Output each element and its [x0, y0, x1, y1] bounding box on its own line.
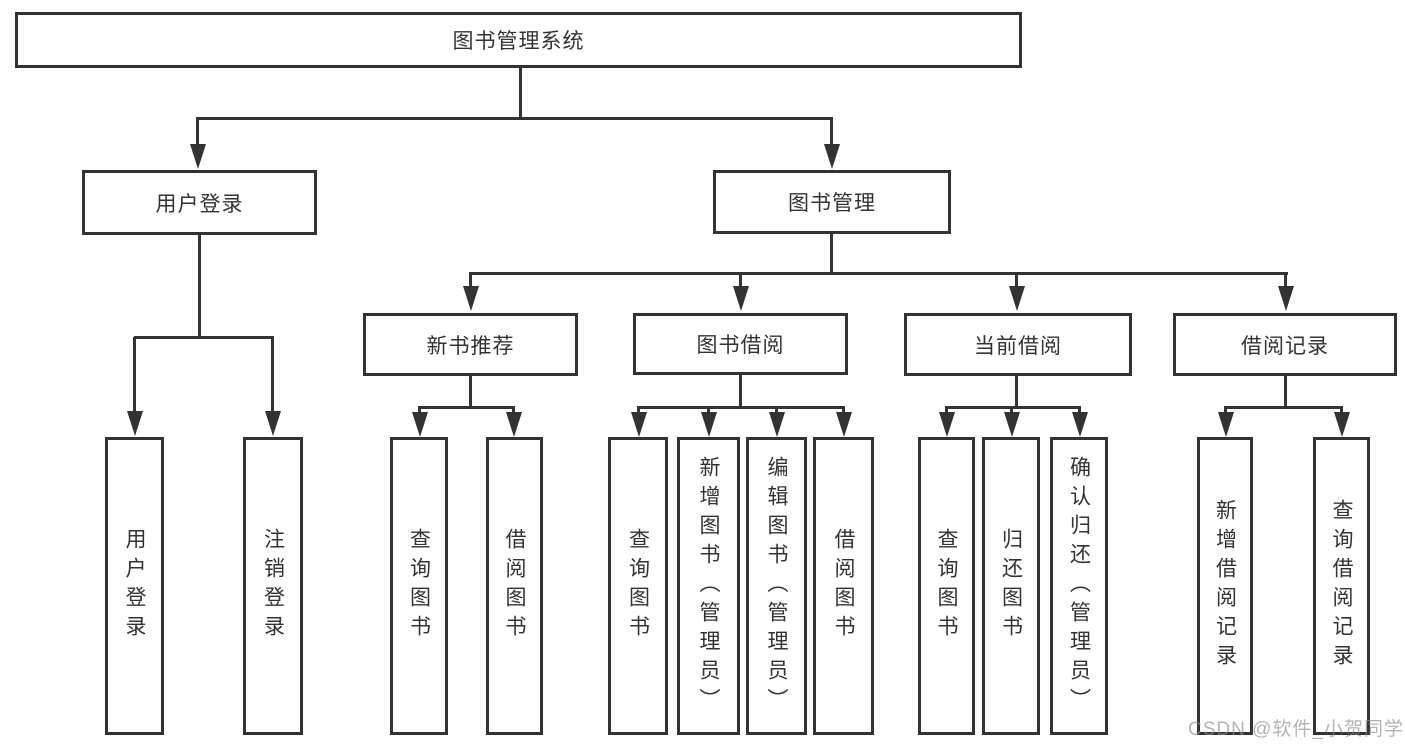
arrow-down-icon: [1278, 286, 1294, 311]
connector-line: [739, 273, 742, 289]
leaf-recommend-query-book: 查询图书: [390, 437, 448, 735]
connector-line: [945, 407, 948, 414]
node-root-label: 图书管理系统: [452, 30, 585, 53]
csdn-watermark: CSDN @软件_小贺同学: [1188, 719, 1404, 740]
leaf-add-borrow-record: 新增借阅记录: [1197, 437, 1253, 735]
leaf-user-login: 用户登录: [105, 437, 164, 735]
connector-line: [196, 117, 833, 120]
leaf-borrow-book: 借阅图书: [813, 437, 874, 735]
connector-line: [637, 407, 640, 414]
connector-line: [830, 234, 833, 274]
connector-line: [1340, 407, 1343, 414]
arrow-down-icon: [631, 412, 647, 437]
arrow-down-icon: [1072, 412, 1088, 437]
connector-line: [198, 235, 201, 338]
connector-line: [637, 406, 845, 409]
arrow-down-icon: [265, 411, 281, 436]
arrow-down-icon: [824, 144, 840, 169]
connector-line: [418, 407, 421, 414]
node-book-mgmt-label: 图书管理: [788, 192, 876, 215]
connector-line: [512, 407, 515, 414]
connector-line: [775, 407, 778, 414]
leaf-label: 借阅图书: [832, 528, 855, 644]
leaf-recommend-borrow-book: 借阅图书: [486, 437, 543, 735]
connector-line: [830, 118, 833, 145]
arrow-down-icon: [1009, 286, 1025, 311]
leaf-label: 新增借阅记录: [1213, 499, 1237, 673]
arrow-down-icon: [463, 286, 479, 311]
node-borrow-record: 借阅记录: [1173, 313, 1397, 376]
node-root: 图书管理系统: [15, 12, 1022, 68]
node-new-book-recommend-label: 新书推荐: [426, 334, 515, 358]
node-current-borrow-label: 当前借阅: [974, 334, 1062, 358]
arrow-down-icon: [733, 286, 749, 311]
leaf-confirm-return-admin: 确认归还（管理员）: [1050, 437, 1108, 735]
arrow-down-icon: [836, 412, 852, 437]
node-book-borrow-label: 图书借阅: [696, 334, 785, 357]
leaf-label: 查询图书: [626, 528, 650, 644]
connector-line: [469, 272, 1288, 275]
node-user-login: 用户登录: [82, 170, 317, 235]
arrow-down-icon: [769, 412, 785, 437]
leaf-label: 查询图书: [935, 528, 958, 644]
leaf-label: 查询借阅记录: [1330, 499, 1353, 673]
arrow-down-icon: [190, 144, 206, 169]
node-new-book-recommend: 新书推荐: [363, 313, 578, 376]
arrow-down-icon: [506, 412, 522, 437]
leaf-label: 注销登录: [261, 528, 285, 644]
connector-line: [1224, 406, 1343, 409]
arrow-down-icon: [1004, 412, 1020, 437]
leaf-label: 查询图书: [407, 528, 431, 644]
connector-line: [842, 407, 845, 414]
connector-line: [519, 68, 522, 118]
leaf-label: 借阅图书: [503, 528, 526, 644]
node-book-mgmt: 图书管理: [713, 170, 951, 234]
arrow-down-icon: [1334, 412, 1350, 437]
connector-line: [133, 337, 136, 413]
connector-line: [134, 336, 274, 339]
leaf-query-borrow-record: 查询借阅记录: [1313, 437, 1370, 735]
leaf-edit-book-admin: 编辑图书（管理员）: [746, 437, 807, 735]
arrow-down-icon: [1218, 412, 1234, 437]
leaf-label: 归还图书: [999, 528, 1023, 644]
leaf-current-query-book: 查询图书: [918, 437, 975, 735]
connector-line: [1284, 376, 1287, 409]
arrow-down-icon: [701, 412, 717, 437]
leaf-return-book: 归还图书: [982, 437, 1040, 735]
connector-line: [469, 376, 472, 409]
arrow-down-icon: [412, 412, 428, 437]
connector-line: [1015, 273, 1018, 289]
connector-line: [1015, 376, 1018, 409]
connector-line: [1284, 273, 1287, 289]
node-user-login-label: 用户登录: [155, 192, 244, 216]
leaf-label: 新增图书（管理员）: [697, 455, 720, 717]
leaf-label: 用户登录: [123, 528, 146, 644]
connector-line: [739, 375, 742, 409]
leaf-label: 编辑图书（管理员）: [765, 455, 788, 717]
leaf-add-book-admin: 新增图书（管理员）: [677, 437, 740, 735]
connector-line: [469, 273, 472, 289]
arrow-down-icon: [939, 412, 955, 437]
node-borrow-record-label: 借阅记录: [1241, 334, 1329, 358]
node-book-borrow: 图书借阅: [633, 313, 848, 375]
leaf-borrow-query-book: 查询图书: [608, 437, 668, 735]
connector-line: [1078, 407, 1081, 414]
connector-line: [418, 406, 515, 409]
connector-line: [707, 407, 710, 414]
connector-line: [271, 337, 274, 413]
arrow-down-icon: [127, 411, 143, 436]
connector-line: [1224, 407, 1227, 414]
connector-line: [196, 118, 199, 145]
node-current-borrow: 当前借阅: [904, 313, 1132, 376]
connector-line: [1010, 407, 1013, 414]
leaf-label: 确认归还（管理员）: [1067, 455, 1091, 717]
connector-line: [945, 406, 1081, 409]
leaf-logout: 注销登录: [243, 437, 303, 735]
